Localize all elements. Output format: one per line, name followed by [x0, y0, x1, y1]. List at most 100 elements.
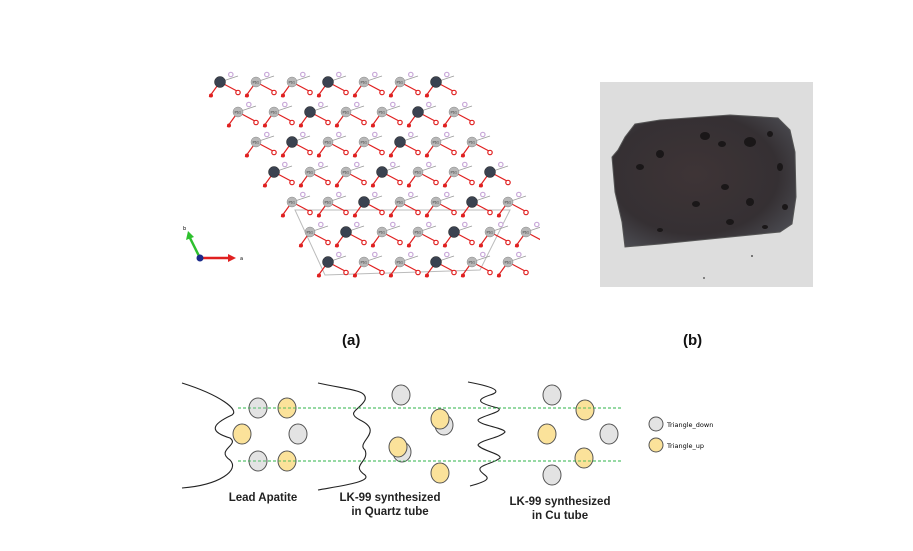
atom-label: Pb1 — [415, 231, 422, 235]
atom-label: Pb1 — [469, 261, 476, 265]
oxygen-atom — [487, 269, 493, 276]
atom-label: Pb1 — [253, 141, 260, 145]
lk99-sample — [611, 114, 797, 248]
oxygen-atom — [325, 119, 331, 126]
phosphorus-atom — [443, 191, 450, 198]
triangle-down-atom — [542, 384, 562, 406]
atom-label: Pb1 — [289, 201, 296, 205]
pb1-atom — [322, 136, 334, 148]
atom-label: Pb1 — [397, 81, 404, 85]
oxygen-atom — [425, 153, 429, 158]
oxygen-atom — [263, 123, 267, 128]
phosphorus-atom — [354, 101, 360, 108]
oxygen-atom — [317, 93, 321, 98]
phosphorus-atom — [354, 221, 360, 228]
unit-cell-outline — [294, 209, 511, 276]
oxygen-atom — [343, 209, 349, 216]
oxygen-atom — [271, 149, 277, 156]
atom-label: Pb1 — [253, 81, 260, 85]
oxygen-atom — [425, 93, 429, 98]
wave-quartz-tube — [317, 382, 371, 491]
oxygen-atom — [299, 243, 303, 248]
debris — [703, 277, 705, 279]
pb1-atom — [484, 226, 496, 238]
oxygen-atom — [307, 209, 313, 216]
phosphorus-atom — [264, 71, 270, 78]
phosphorus-atom — [479, 251, 486, 258]
oxygen-atom — [487, 149, 493, 156]
pb2-atom — [430, 76, 442, 88]
legend-label-triangle-down: Triangle_down — [666, 421, 713, 429]
atom-label: Pb1 — [469, 141, 476, 145]
sample-photo — [600, 82, 813, 287]
oxygen-atom — [379, 89, 385, 96]
phosphorus-atom — [533, 221, 540, 228]
triangle-up-atom — [388, 436, 408, 458]
c-axis-dot — [196, 254, 204, 262]
oxygen-atom — [343, 149, 349, 156]
atom-label: Pb1 — [361, 81, 368, 85]
oxygen-atom — [461, 153, 465, 158]
triangle-up-atom — [575, 399, 595, 421]
b-axis-arrow — [188, 237, 202, 259]
phosphorus-atom — [443, 71, 450, 78]
caption-line: in Quartz tube — [351, 506, 429, 518]
phosphorus-atom — [372, 71, 378, 78]
oxygen-atom — [263, 183, 267, 188]
legend-swatch-triangle-up — [648, 437, 664, 453]
triangle-down-atom — [599, 423, 619, 445]
debris — [751, 255, 753, 257]
legend-label-triangle-up: Triangle_up — [666, 442, 704, 450]
oxygen-atom — [325, 239, 331, 246]
atom-label: Pb1 — [379, 111, 386, 115]
b-axis-label: b — [183, 226, 186, 232]
oxygen-atom — [515, 243, 519, 248]
pb2-atom — [322, 76, 334, 88]
atom-label: Pb1 — [505, 201, 512, 205]
caption-cu-tube: LK-99 synthesized in Cu tube — [500, 495, 620, 523]
phosphorus-atom — [282, 101, 288, 108]
pb1-atom — [340, 166, 352, 178]
pb1-atom — [232, 106, 244, 118]
atom-label: Pb1 — [307, 171, 314, 175]
pb1-atom — [268, 106, 280, 118]
oxygen-atom — [461, 213, 465, 218]
phosphorus-atom — [336, 131, 342, 138]
pb2-atom — [268, 166, 280, 178]
phosphorus-atom — [390, 221, 396, 228]
phosphorus-atom — [461, 221, 468, 228]
oxygen-atom — [451, 269, 457, 276]
atom-label: Pb1 — [415, 171, 422, 175]
phosphorus-atom — [461, 161, 468, 168]
sample-pores — [636, 131, 788, 232]
oxygen-atom — [343, 89, 349, 96]
atom-label: Pb1 — [343, 171, 350, 175]
oxygen-atom — [371, 183, 375, 188]
atom-label: Pb1 — [361, 141, 368, 145]
oxygen-atom — [317, 273, 321, 278]
oxygen-atom — [479, 243, 483, 248]
atom-label: Pb1 — [235, 111, 242, 115]
oxygen-atom — [497, 213, 501, 218]
oxygen-atom — [379, 269, 385, 276]
oxygen-atom — [451, 209, 457, 216]
phosphorus-atom — [282, 161, 288, 168]
pb1-atom — [394, 76, 406, 88]
pb2-atom — [322, 256, 334, 268]
caption-quartz-tube: LK-99 synthesized in Quartz tube — [330, 491, 450, 519]
pb2-atom — [214, 76, 226, 88]
oxygen-atom — [523, 269, 529, 276]
atom-label: Pb1 — [271, 111, 278, 115]
oxygen-atom — [443, 243, 447, 248]
phosphorus-atom — [336, 251, 342, 258]
phosphorus-atom — [390, 101, 396, 108]
pb2-atom — [466, 196, 478, 208]
oxygen-atom — [379, 209, 385, 216]
phosphorus-atom — [497, 221, 504, 228]
caption-line: LK-99 synthesized — [339, 492, 441, 504]
triangle-up-atom — [232, 423, 252, 445]
pb2-atom — [304, 106, 316, 118]
triangle-up-atom — [430, 462, 450, 484]
phosphorus-atom — [408, 191, 414, 198]
